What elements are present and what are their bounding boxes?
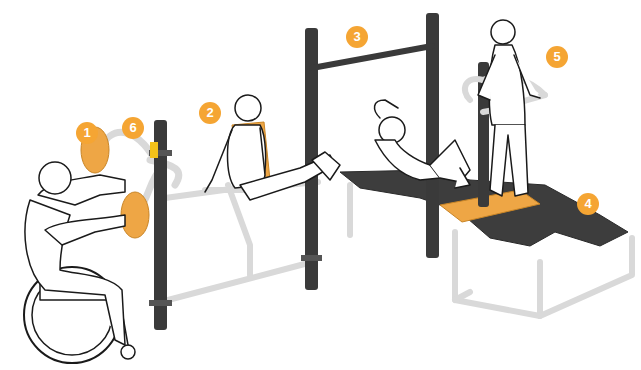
post-clamp bbox=[149, 300, 172, 306]
callout-number: 2 bbox=[199, 102, 221, 124]
standing-plate bbox=[440, 190, 540, 222]
callout-number: 1 bbox=[76, 122, 98, 144]
callout-number: 5 bbox=[546, 46, 568, 68]
callout-number: 6 bbox=[122, 117, 144, 139]
pull-up-bar bbox=[312, 46, 432, 68]
platform-frame bbox=[350, 185, 632, 316]
post-clamp bbox=[301, 255, 322, 261]
figures bbox=[24, 20, 540, 363]
callout-number: 3 bbox=[346, 26, 368, 48]
dip-frame bbox=[165, 178, 318, 300]
info-tag bbox=[150, 142, 158, 158]
callout-number: 4 bbox=[577, 193, 599, 215]
posts bbox=[154, 13, 489, 330]
